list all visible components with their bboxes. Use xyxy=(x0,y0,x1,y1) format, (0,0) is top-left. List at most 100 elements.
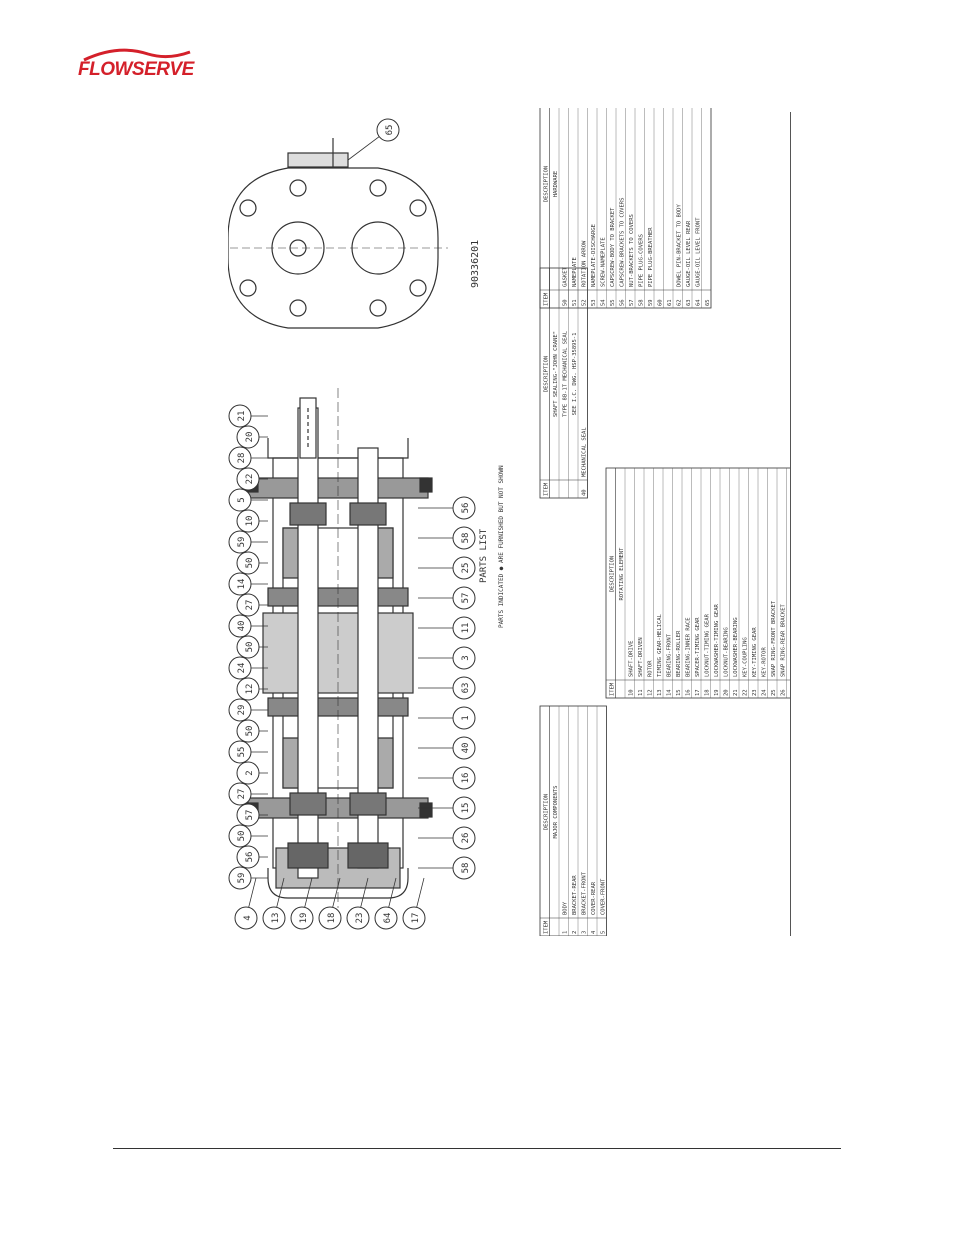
table-cell-item: 61 xyxy=(667,299,673,306)
balloon-label: 50 xyxy=(237,831,247,842)
balloon-left-27: 27 xyxy=(228,782,268,806)
balloon-label: 3 xyxy=(461,655,471,660)
table-cell-item: 25 xyxy=(771,689,777,696)
pump-section-view xyxy=(245,388,433,908)
table-cell-item: 54 xyxy=(601,299,607,306)
balloon-right-25: 25 xyxy=(418,556,476,580)
balloon-label: 57 xyxy=(461,593,471,604)
table-cell-desc: SCREW-NAMEPLATE xyxy=(601,237,607,287)
balloon-bottom-13: 13 xyxy=(262,877,286,930)
balloon-label: 12 xyxy=(245,684,255,695)
table-cell-desc: NUT-BRACKETS TO COVERS xyxy=(629,214,635,287)
balloon-label: 64 xyxy=(383,913,393,924)
balloon-left-56: 56 xyxy=(236,845,268,869)
table-cell-item: 58 xyxy=(639,299,645,306)
balloon-right-26: 26 xyxy=(418,826,476,850)
table-cell-item: 21 xyxy=(733,689,739,696)
balloon-label: 22 xyxy=(245,474,255,485)
table-cell-desc: BRACKET-FRONT xyxy=(582,871,588,915)
balloon-label: 15 xyxy=(461,803,471,814)
balloon-right-40: 40 xyxy=(418,736,476,760)
balloon-label: 18 xyxy=(327,913,337,924)
balloon-label: 28 xyxy=(237,453,247,464)
table-cell-item: 19 xyxy=(714,689,720,696)
table-cell-desc: MECHANICAL SEAL xyxy=(582,427,588,477)
balloon-right-15: 15 xyxy=(418,796,476,820)
table-cell-desc: BEARING-FRONT xyxy=(667,633,673,677)
balloon-bottom-18: 18 xyxy=(318,877,342,930)
balloon-label: 56 xyxy=(245,852,255,863)
balloon-right-1: 1 xyxy=(418,706,476,730)
balloon-label: 26 xyxy=(461,833,471,844)
table-cell-desc: PIPE PLUG-BREATHER xyxy=(648,227,654,287)
balloon-label: 19 xyxy=(299,913,309,924)
table-header-item: ITEM xyxy=(544,482,550,496)
table-cell-item: 23 xyxy=(752,689,758,696)
balloon-label: 58 xyxy=(461,533,471,544)
table-cell-item: 57 xyxy=(629,299,635,306)
table-cell-desc: NAMEPLATE xyxy=(572,257,578,287)
balloon-label: 21 xyxy=(237,411,247,422)
table-cell-desc: BRACKET-REAR xyxy=(572,875,578,915)
balloon-left-57: 57 xyxy=(236,803,268,827)
table-cell-item: 14 xyxy=(667,689,673,696)
table-cell-desc: CAPSCREW-BODY TO BRACKET xyxy=(610,207,616,287)
table-cell-desc: LOCKNUT-BEARING xyxy=(724,627,730,677)
table-cell-desc: LOCKNUT-TIMING GEAR xyxy=(705,613,711,677)
table-cell-desc: MAJOR COMPONENTS xyxy=(553,786,559,839)
table-cell-item: 11 xyxy=(638,689,644,696)
pump-end-view xyxy=(218,138,448,329)
table-cell-desc: KEY-TIMING GEAR xyxy=(752,627,758,677)
table-cell-item: 1 xyxy=(563,931,569,934)
balloon-left-22: 22 xyxy=(236,467,268,491)
balloon-label: 55 xyxy=(237,747,247,758)
table-cell-item: 53 xyxy=(591,299,597,306)
balloon-right-63: 63 xyxy=(418,676,476,700)
table-cell-desc: SNAP RING-REAR BRACKET xyxy=(781,603,787,677)
balloon-label: 2 xyxy=(245,770,255,775)
table-cell-desc: TIMING GEAR-HELICAL xyxy=(657,613,663,677)
balloon-label: 40 xyxy=(237,621,247,632)
balloon-right-57: 57 xyxy=(418,586,476,610)
balloon-right-3: 3 xyxy=(418,646,476,670)
balloon-right-58: 58 xyxy=(418,526,476,550)
table-cell-desc: PIPE PLUG-COVERS xyxy=(639,234,645,287)
table-cell-desc: BEARING-INNER RACE xyxy=(686,617,692,677)
table-cell-desc: ROTOR xyxy=(648,660,654,677)
table-cell-item: 22 xyxy=(743,689,749,696)
balloon-label: 16 xyxy=(461,773,471,784)
table-cell-item: 2 xyxy=(572,931,578,934)
balloon-label: 50 xyxy=(245,642,255,653)
table-cell-item: 26 xyxy=(781,689,787,696)
balloon-label: 1 xyxy=(461,715,471,720)
balloon-bottom-4: 4 xyxy=(234,877,258,930)
balloon-label: 65 xyxy=(385,125,395,136)
sheet-border-line xyxy=(790,112,791,936)
balloon-left-21: 21 xyxy=(228,404,268,428)
table-cell-item: 4 xyxy=(591,930,597,934)
table-cell-desc: SNAP RING-FRONT BRACKET xyxy=(771,600,777,677)
balloon-label: 58 xyxy=(461,863,471,874)
balloon-left-50: 50 xyxy=(228,824,268,848)
balloon-label: 40 xyxy=(461,743,471,754)
table-header-desc: DESCRIPTION xyxy=(544,794,550,830)
table-header-item: ITEM xyxy=(610,682,616,696)
balloon-label: 5 xyxy=(237,497,247,502)
table-cell-desc: KEY-ROTOR xyxy=(762,647,768,677)
table-cell-item: 59 xyxy=(648,299,654,306)
table-cell-item: 10 xyxy=(629,689,635,696)
table-cell-desc: ROTATION ARROW xyxy=(582,240,588,287)
table-cell-desc: DOWEL PIN-BRACKET TO BODY xyxy=(677,204,683,287)
table-cell-item: 50 xyxy=(563,299,569,306)
balloon-label: 59 xyxy=(237,873,247,884)
table-cell-item: 63 xyxy=(686,299,692,306)
parts-list-note: PARTS INDICATED ● ARE FURNISHED BUT NOT … xyxy=(498,465,505,628)
balloon-end-view-65: 65 xyxy=(347,118,400,161)
